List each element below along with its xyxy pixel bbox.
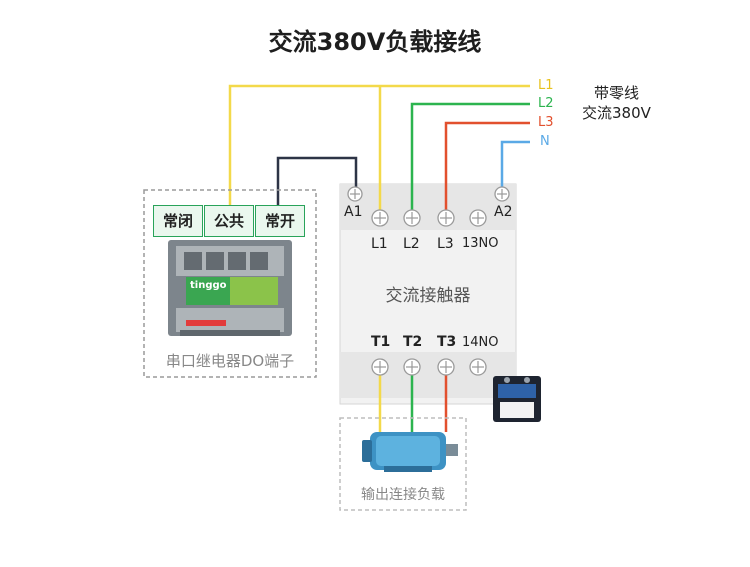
terminal-l1: L1 (371, 236, 388, 252)
relay-outline (143, 189, 317, 378)
supply-label-l3: L3 (538, 115, 554, 130)
supply-label-l1: L1 (538, 78, 554, 93)
terminal-t2: T2 (403, 334, 423, 350)
load-caption: 输出连接负载 (361, 487, 445, 503)
relay-caption: 串口继电器DO端子 (165, 352, 295, 370)
contactor-bottom-band (340, 352, 516, 398)
terminal-14no: 14NO (462, 335, 499, 350)
wire-n (500, 140, 530, 190)
supply-note-1: 带零线 (594, 84, 640, 102)
motor-image (362, 432, 458, 472)
terminal-13no: 13NO (462, 236, 499, 251)
terminal-l3: L3 (437, 236, 454, 252)
supply-label-n: N (540, 134, 550, 149)
contactor-top-band (340, 184, 516, 230)
wire-l2 (410, 102, 530, 212)
contactor-name: 交流接触器 (385, 286, 471, 306)
contactor-photo (493, 376, 541, 422)
relay-device (168, 240, 292, 336)
supply-note-2: 交流380V (582, 104, 651, 122)
terminal-a1: A1 (344, 204, 363, 220)
relay-brand: tinggo (190, 280, 227, 291)
page-title: 交流380V负载接线 (268, 28, 482, 56)
relay-cell-nc: 常闭 (153, 205, 203, 237)
terminal-t1: T1 (371, 334, 391, 350)
terminal-t3: T3 (437, 334, 457, 350)
wire-l3 (444, 121, 530, 212)
load-outline (339, 417, 467, 511)
terminal-a2: A2 (494, 204, 513, 220)
supply-label-l2: L2 (538, 96, 554, 111)
relay-cell-no: 常开 (255, 205, 305, 237)
wire-control (276, 156, 358, 205)
wire-l1 (228, 84, 530, 205)
terminal-l2: L2 (403, 236, 420, 252)
relay-cell-com: 公共 (204, 205, 254, 237)
